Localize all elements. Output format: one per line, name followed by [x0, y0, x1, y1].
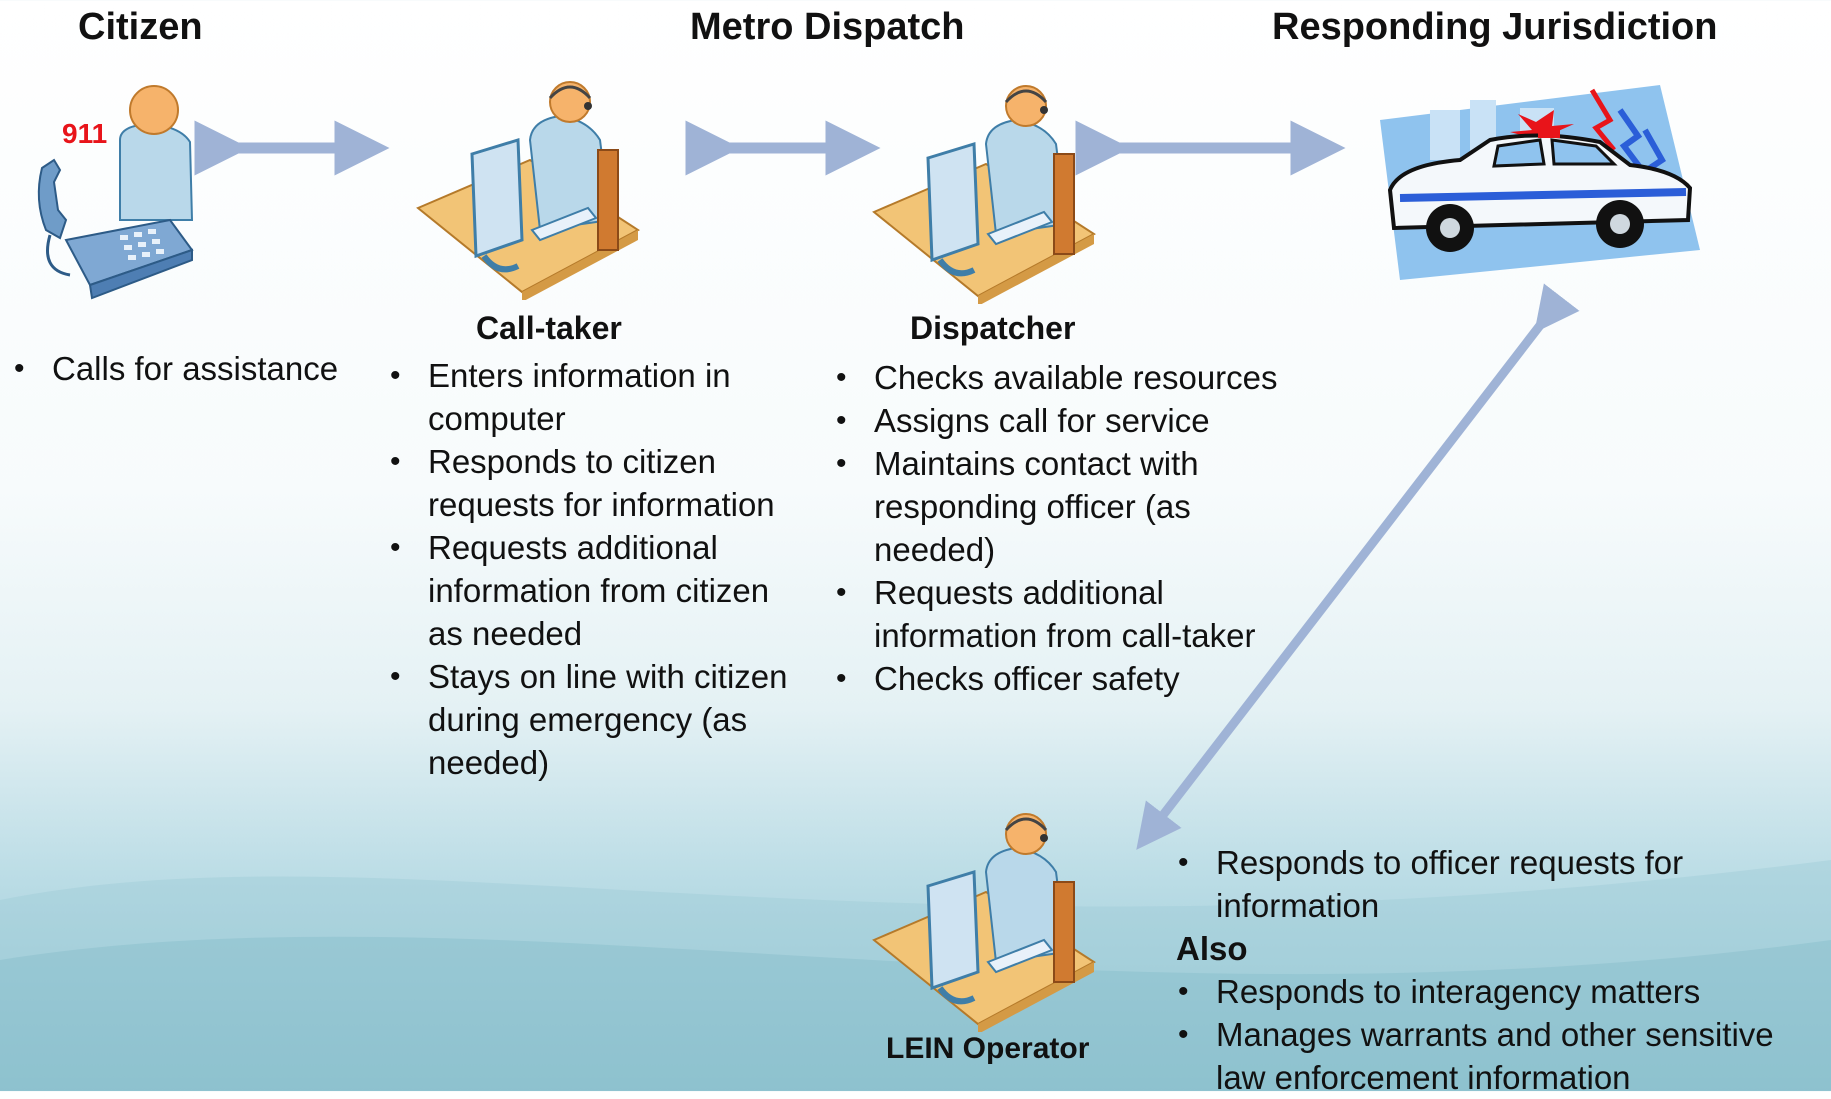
dispatcher-title: Dispatcher	[910, 310, 1076, 346]
dispatcher-workstation-icon	[872, 85, 1096, 304]
lein-workstation-icon	[872, 813, 1096, 1032]
list-item: Requests additional information from cal…	[834, 571, 1314, 657]
police-car-icon	[1380, 85, 1700, 280]
call-taker-workstation-icon	[416, 81, 640, 300]
metro-dispatch-heading: Metro Dispatch	[690, 6, 965, 48]
list-item: Requests additional information from cit…	[388, 526, 808, 655]
lein-responder-arrow	[1136, 283, 1580, 850]
dispatcher-task-list: Checks available resources Assigns call …	[834, 356, 1314, 700]
list-item: Calls for assistance	[12, 347, 372, 390]
responding-jurisdiction-heading: Responding Jurisdiction	[1272, 6, 1718, 48]
list-item: Enters information in computer	[388, 354, 808, 440]
911-label: 911	[62, 118, 108, 149]
also-label: Also	[1176, 930, 1248, 967]
lein-operator-title: LEIN Operator	[886, 1032, 1090, 1065]
list-item: Responds to citizen requests for informa…	[388, 440, 808, 526]
citizen-task-list: Calls for assistance	[12, 347, 372, 390]
list-item: Assigns call for service	[834, 399, 1314, 442]
citizen-heading: Citizen	[78, 6, 203, 48]
call-taker-task-list: Enters information in computer Responds …	[388, 354, 808, 784]
list-item: Checks available resources	[834, 356, 1314, 399]
lein-task-list: Responds to officer requests for informa…	[1176, 841, 1826, 1099]
citizen-phone-icon	[37, 85, 194, 300]
list-item: Responds to interagency matters	[1176, 970, 1826, 1013]
list-item: Manages warrants and other sensitive law…	[1176, 1013, 1826, 1099]
list-item: Maintains contact with responding office…	[834, 442, 1314, 571]
list-item: Checks officer safety	[834, 657, 1314, 700]
list-item: Responds to officer requests for informa…	[1176, 841, 1826, 927]
list-item: Stays on line with citizen during emerge…	[388, 655, 808, 784]
call-taker-title: Call-taker	[476, 310, 622, 346]
